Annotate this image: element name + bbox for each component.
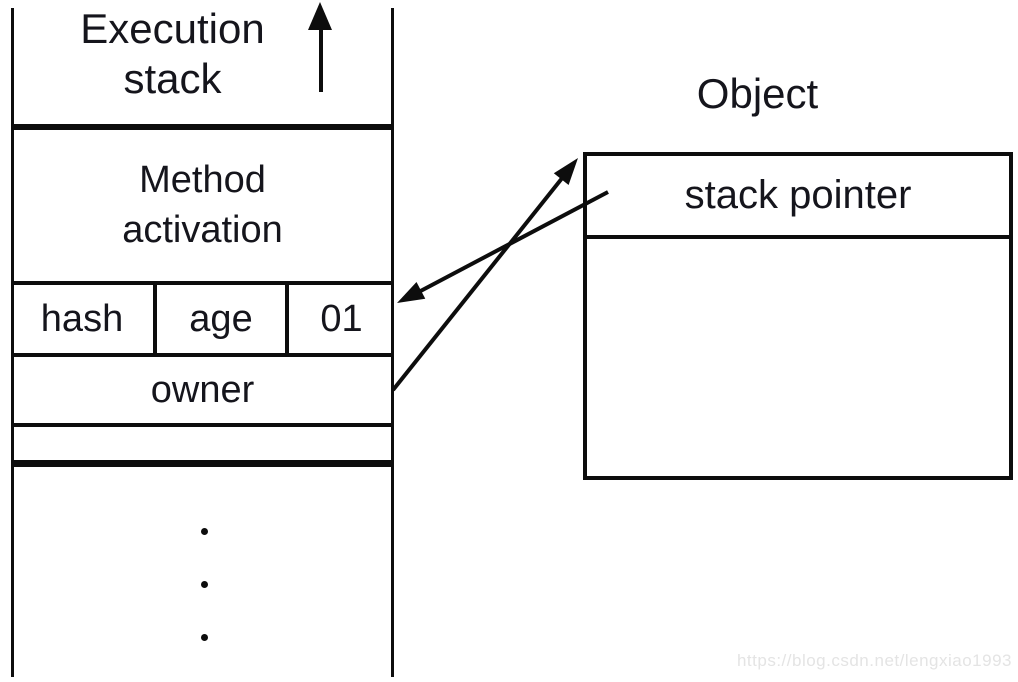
hash-label: hash [40, 297, 124, 340]
stack-pointer-field: stack pointer [587, 156, 1009, 239]
stack-left-border [11, 8, 14, 677]
age-label: age [189, 297, 253, 340]
lock-word-row: hash age 01 [11, 281, 394, 357]
ellipsis-dot [201, 634, 208, 641]
stack-pointer-label: stack pointer [684, 173, 912, 217]
stack-frame-divider-bottom [11, 460, 394, 467]
object-title: Object [696, 70, 819, 117]
stack-pointer-to-lock-word-arrowhead-icon [397, 282, 426, 303]
owner-label: owner [150, 368, 255, 411]
up-arrow-head [308, 2, 332, 30]
owner-cell: owner [11, 357, 394, 427]
execution-stack-title: Execution stack [80, 5, 265, 102]
object-box: stack pointer [583, 152, 1013, 480]
stack-frame-divider-top [11, 124, 394, 130]
stack-pointer-to-lock-word-arrow-line [412, 190, 609, 297]
tag-bits-label: 01 [320, 297, 363, 340]
up-arrow-shaft [319, 26, 323, 92]
ellipsis-dot [201, 581, 208, 588]
lock-word-age-cell: age [157, 285, 289, 353]
ellipsis-dot [201, 528, 208, 535]
lock-word-tag-cell: 01 [289, 285, 394, 353]
method-activation-label: Method activation [122, 159, 283, 251]
owner-to-object-arrowhead-icon [553, 158, 578, 185]
method-activation-cell: Method activation [14, 130, 391, 281]
watermark-text: https://blog.csdn.net/lengxiao1993 [736, 651, 1012, 670]
lock-word-hash-cell: hash [11, 285, 157, 353]
owner-to-object-arrow-line [391, 175, 565, 392]
